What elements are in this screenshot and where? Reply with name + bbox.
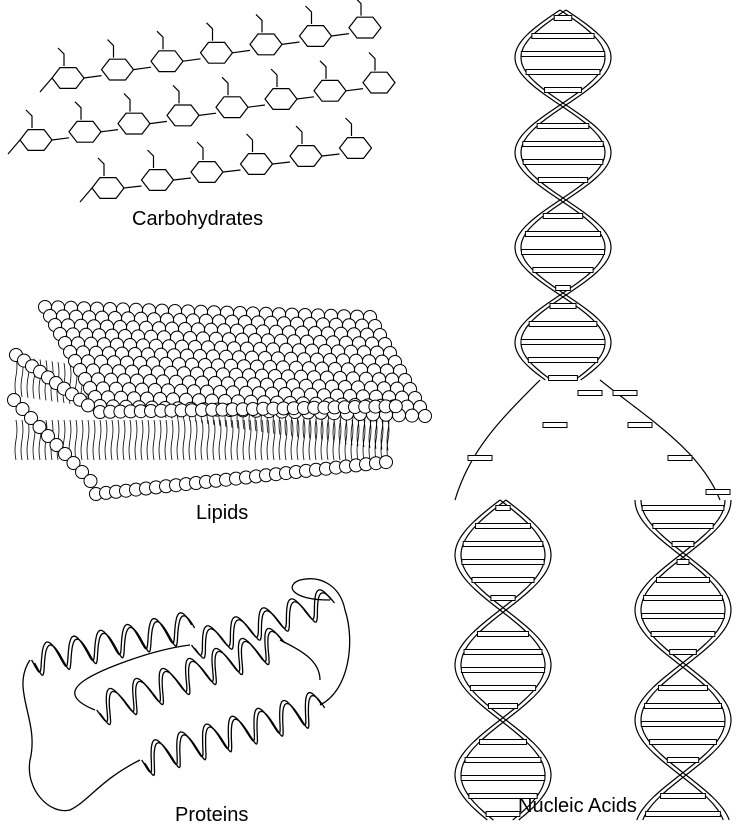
dna-base-pairs (461, 16, 730, 817)
lipid-bilayer (8, 301, 432, 501)
protein-loops (23, 579, 350, 811)
lipids-label: Lipids (196, 502, 248, 525)
carbohydrates-label: Carbohydrates (132, 208, 263, 231)
dna-double-helix (455, 10, 731, 820)
dna-strands (455, 10, 731, 820)
lipid-heads (8, 301, 432, 501)
carbohydrate-chain (40, 0, 381, 92)
carbohydrate-chains (8, 0, 395, 202)
protein-ribbon (23, 579, 350, 811)
protein-helices (32, 590, 335, 776)
proteins-label: Proteins (175, 804, 248, 827)
nucleic-acids-label: Nucleic Acids (518, 795, 637, 818)
